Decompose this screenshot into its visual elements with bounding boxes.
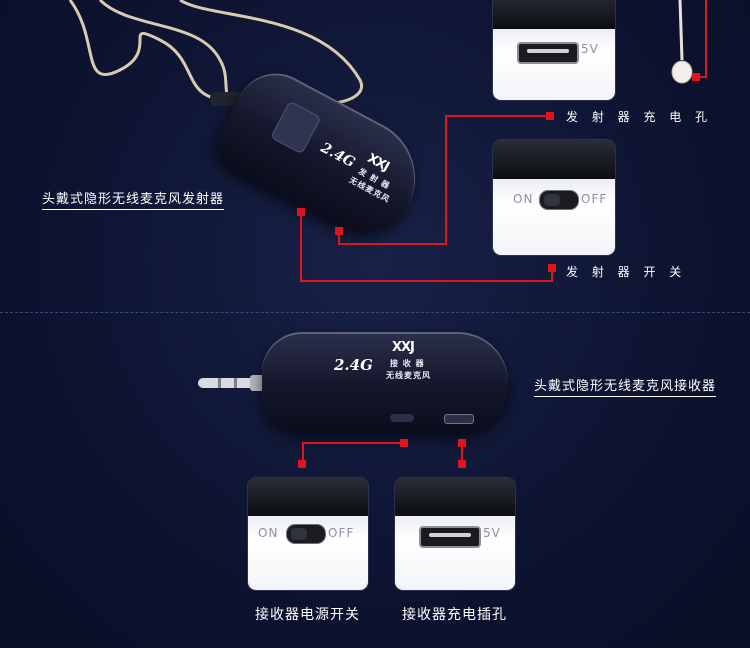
- transmitter-title: 头戴式隐形无线麦克风发射器: [42, 188, 225, 210]
- receiver-charge-photo: 5V: [395, 478, 515, 590]
- power-switch-icon: [286, 524, 326, 544]
- section-divider: [0, 312, 750, 313]
- receiver-device: 2.4G XXJ 接 收 器 无线麦克风: [262, 332, 508, 432]
- callout-marker: [400, 439, 408, 447]
- switch-off-label: OFF: [328, 526, 355, 540]
- switch-on-label: ON: [513, 192, 534, 206]
- switch-off-label: OFF: [581, 192, 608, 206]
- callout-line: [300, 280, 552, 282]
- callout-marker: [692, 73, 700, 81]
- callout-line: [302, 442, 402, 444]
- callout-marker: [548, 264, 556, 272]
- receiver-device-line2: 无线麦克风: [386, 371, 431, 380]
- lavalier-mic-icon: [671, 0, 693, 84]
- receiver-power-label: 接收器电源开关: [255, 607, 360, 623]
- receiver-charge-label: 接收器充电插孔: [402, 607, 507, 623]
- callout-line: [302, 442, 304, 462]
- receiver-device-line1: 接 收 器: [390, 359, 425, 368]
- receiver-switch-photo: ON OFF: [248, 478, 368, 590]
- power-switch-icon: [539, 190, 579, 210]
- receiver-logo: XXJ: [392, 340, 415, 355]
- callout-line: [446, 115, 548, 117]
- callout-marker: [458, 460, 466, 468]
- transmitter-switch-photo: ON OFF: [493, 140, 615, 255]
- callout-line: [300, 212, 302, 282]
- callout-marker: [298, 460, 306, 468]
- callout-line: [551, 268, 553, 282]
- callout-marker: [335, 227, 343, 235]
- audio-jack-icon: [198, 375, 268, 391]
- hdmi-port-icon: [517, 42, 579, 64]
- callout-line: [705, 0, 707, 78]
- callout-marker: [546, 112, 554, 120]
- transmitter-charge-photo: 5V: [493, 0, 615, 100]
- receiver-port-icon: [444, 414, 474, 424]
- switch-on-label: ON: [258, 526, 279, 540]
- hdmi-port-icon: [419, 526, 481, 548]
- charge-voltage-label: 5V: [483, 526, 501, 540]
- receiver-speed: 2.4G: [334, 356, 373, 374]
- transmitter-charge-label: 发 射 器 充 电 孔: [566, 110, 713, 124]
- callout-line: [696, 76, 707, 78]
- callout-line: [461, 442, 463, 462]
- callout-line: [445, 115, 447, 245]
- charge-voltage-label: 5V: [581, 42, 599, 56]
- receiver-title: 头戴式隐形无线麦克风接收器: [534, 375, 717, 397]
- receiver-switch-icon: [390, 414, 414, 422]
- callout-line: [338, 230, 340, 245]
- callout-line: [338, 243, 447, 245]
- transmitter-switch-label: 发 射 器 开 关: [566, 265, 687, 279]
- transmitter-button: [270, 100, 322, 155]
- transmitter-speed: 2.4G: [317, 139, 358, 172]
